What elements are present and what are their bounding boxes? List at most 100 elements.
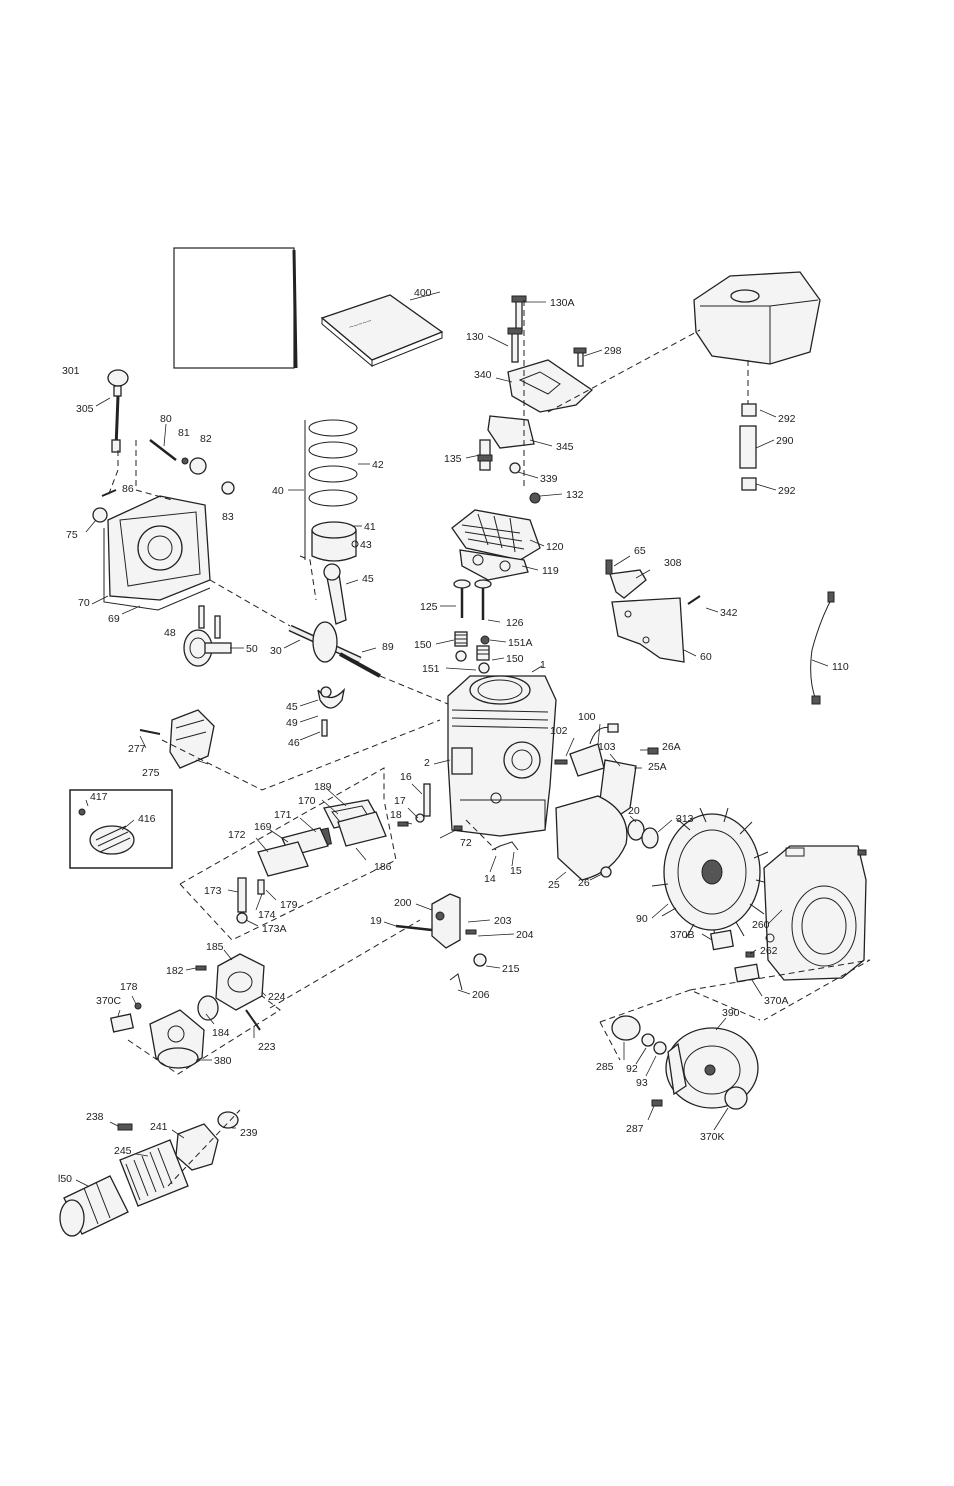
link-14-15 [491,841,519,851]
crankshaft [288,621,381,678]
clip-308 [605,559,647,599]
part-label: 90 [636,913,648,925]
part-label: 215 [502,963,520,975]
valves [453,579,492,674]
part-label: 305 [76,403,94,415]
part-label: 179 [280,899,298,911]
part-label: 416 [138,813,156,825]
part-label: 200 [394,897,412,909]
connecting-rod [323,563,347,625]
part-label: 25A [648,761,667,773]
part-label: 46 [288,737,300,749]
part-label: 174 [258,909,276,921]
muffler [139,709,215,769]
part-label: 277 [128,743,146,755]
part-label: 170 [298,795,316,807]
part-label: 120 [546,541,564,553]
part-label: 370B [670,929,695,941]
part-label: 184 [212,1027,230,1039]
part-label: 417 [90,791,108,803]
part-label: 26A [662,741,681,753]
part-label: 86 [122,483,134,495]
part-label: 239 [240,1127,258,1139]
part-label: 151 [422,663,440,675]
part-label: 345 [556,441,574,453]
part-label: 370A [764,995,789,1007]
part-label: 82 [200,433,212,445]
part-label: 150 [414,639,432,651]
part-label: 70 [78,597,90,609]
part-label: 1 [540,659,546,671]
part-label: 178 [120,981,138,993]
part-label: 48 [164,627,176,639]
part-label: 83 [222,511,234,523]
part-label: 182 [166,965,184,977]
part-label: 16 [400,771,412,783]
part-label: 342 [720,607,738,619]
cylinder-head [451,509,541,581]
part-label: 49 [286,717,298,729]
part-label: 171 [274,809,292,821]
part-label: 18 [390,809,402,821]
part-label: 110 [832,661,849,673]
part-label: 43 [360,539,372,551]
part-label: 30 [270,645,282,657]
part-label: 173 [204,885,222,897]
blower-housing [763,845,867,981]
part-label: 400 [414,287,432,299]
part-label: 380 [214,1055,232,1067]
part-label: 370K [700,1131,725,1143]
label-370B [710,929,734,951]
bracket-340 [507,295,594,413]
part-label: 103 [598,741,616,753]
part-label: 119 [542,565,559,577]
part-label: 80 [160,413,172,425]
part-label: 14 [484,873,496,885]
part-label: 238 [86,1111,104,1123]
part-label: 19 [370,915,382,927]
part-label: 290 [776,435,794,447]
part-label: 17 [394,795,406,807]
ring-285 [611,1015,641,1041]
part-label: 132 [566,489,584,501]
nut-339 [509,462,521,474]
flywheel [651,807,773,945]
part-label: 65 [634,545,646,557]
air-cleaner [59,1111,239,1237]
carburetor [109,1002,205,1069]
washer-313 [641,827,659,849]
cap-370K [724,1086,748,1110]
part-label: 241 [150,1121,168,1133]
part-label: 308 [664,557,682,569]
crankcase-cover [103,495,211,611]
part-label: 301 [62,365,80,377]
part-label: 203 [494,915,512,927]
washer-83 [221,481,235,495]
part-label: 313 [676,813,694,825]
part-label: 42 [372,459,384,471]
part-label: 130A [550,297,575,309]
part-label: 102 [550,725,568,737]
spark-wire [810,597,833,701]
part-label: 69 [108,613,120,625]
part-label: 285 [596,1061,614,1073]
cylinder-block [447,675,557,837]
ignition-module [554,723,619,777]
part-label: 50 [246,643,258,655]
label-370A [734,963,760,983]
cam-gear [183,629,232,667]
screw-342 [687,595,701,605]
part-label: 130 [466,331,484,343]
part-label: 340 [474,369,492,381]
part-label: 172 [228,829,246,841]
part-label: 2 [424,757,430,769]
part-label: 224 [268,991,286,1003]
leader-lines [75,291,829,1187]
part-label: 298 [604,345,622,357]
part-label: 25 [548,879,560,891]
part-label: 173A [262,923,287,935]
shroud-25 [555,795,628,881]
washer-93 [653,1041,667,1055]
spark-plug [477,439,493,471]
rod-cap [317,686,346,737]
